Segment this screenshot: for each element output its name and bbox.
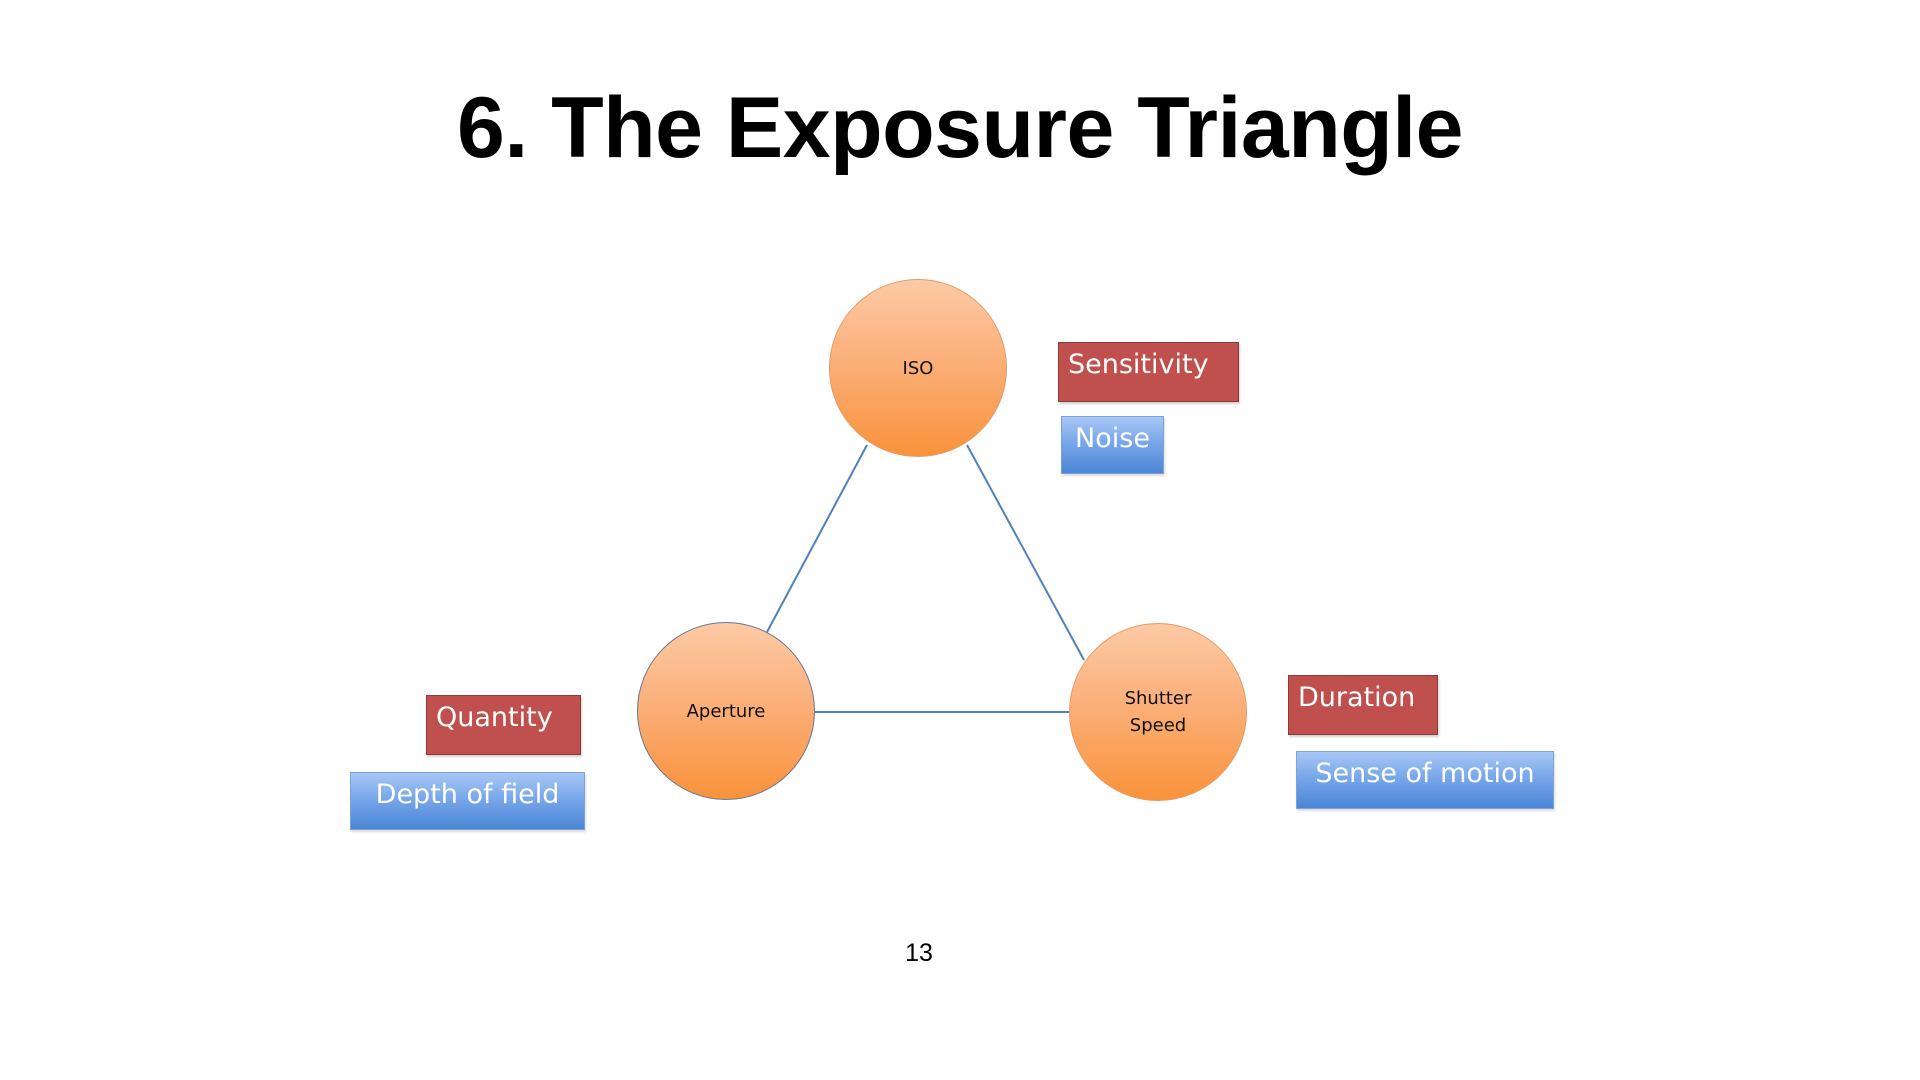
- node-shutter-speed[interactable]: Shutter Speed: [1069, 623, 1247, 801]
- tag-iso-effect-label: Noise: [1075, 423, 1150, 454]
- tag-iso-effect[interactable]: Noise: [1061, 416, 1164, 474]
- tag-iso-property[interactable]: Sensitivity: [1058, 342, 1239, 402]
- tag-aperture-property-label: Quantity: [436, 702, 553, 733]
- tag-aperture-effect-label: Depth of field: [375, 779, 560, 810]
- tag-shutter-property[interactable]: Duration: [1288, 675, 1438, 735]
- tag-shutter-property-label: Duration: [1298, 682, 1416, 713]
- node-shutter-speed-label: Shutter Speed: [1124, 688, 1192, 736]
- node-iso-label: ISO: [902, 357, 934, 379]
- edge-iso-shutter: [966, 444, 1085, 661]
- edge-iso-aperture: [766, 444, 868, 633]
- tag-shutter-effect[interactable]: Sense of motion: [1296, 751, 1554, 809]
- tag-shutter-effect-label: Sense of motion: [1315, 758, 1535, 789]
- tag-iso-property-label: Sensitivity: [1068, 349, 1209, 380]
- page-number: 13: [905, 939, 933, 967]
- tag-aperture-property[interactable]: Quantity: [426, 695, 581, 755]
- node-aperture[interactable]: Aperture: [637, 622, 815, 800]
- node-aperture-label: Aperture: [686, 700, 766, 722]
- tag-aperture-effect[interactable]: Depth of field: [350, 772, 585, 830]
- node-iso[interactable]: ISO: [829, 279, 1007, 457]
- slide-title: 6. The Exposure Triangle: [457, 80, 1463, 176]
